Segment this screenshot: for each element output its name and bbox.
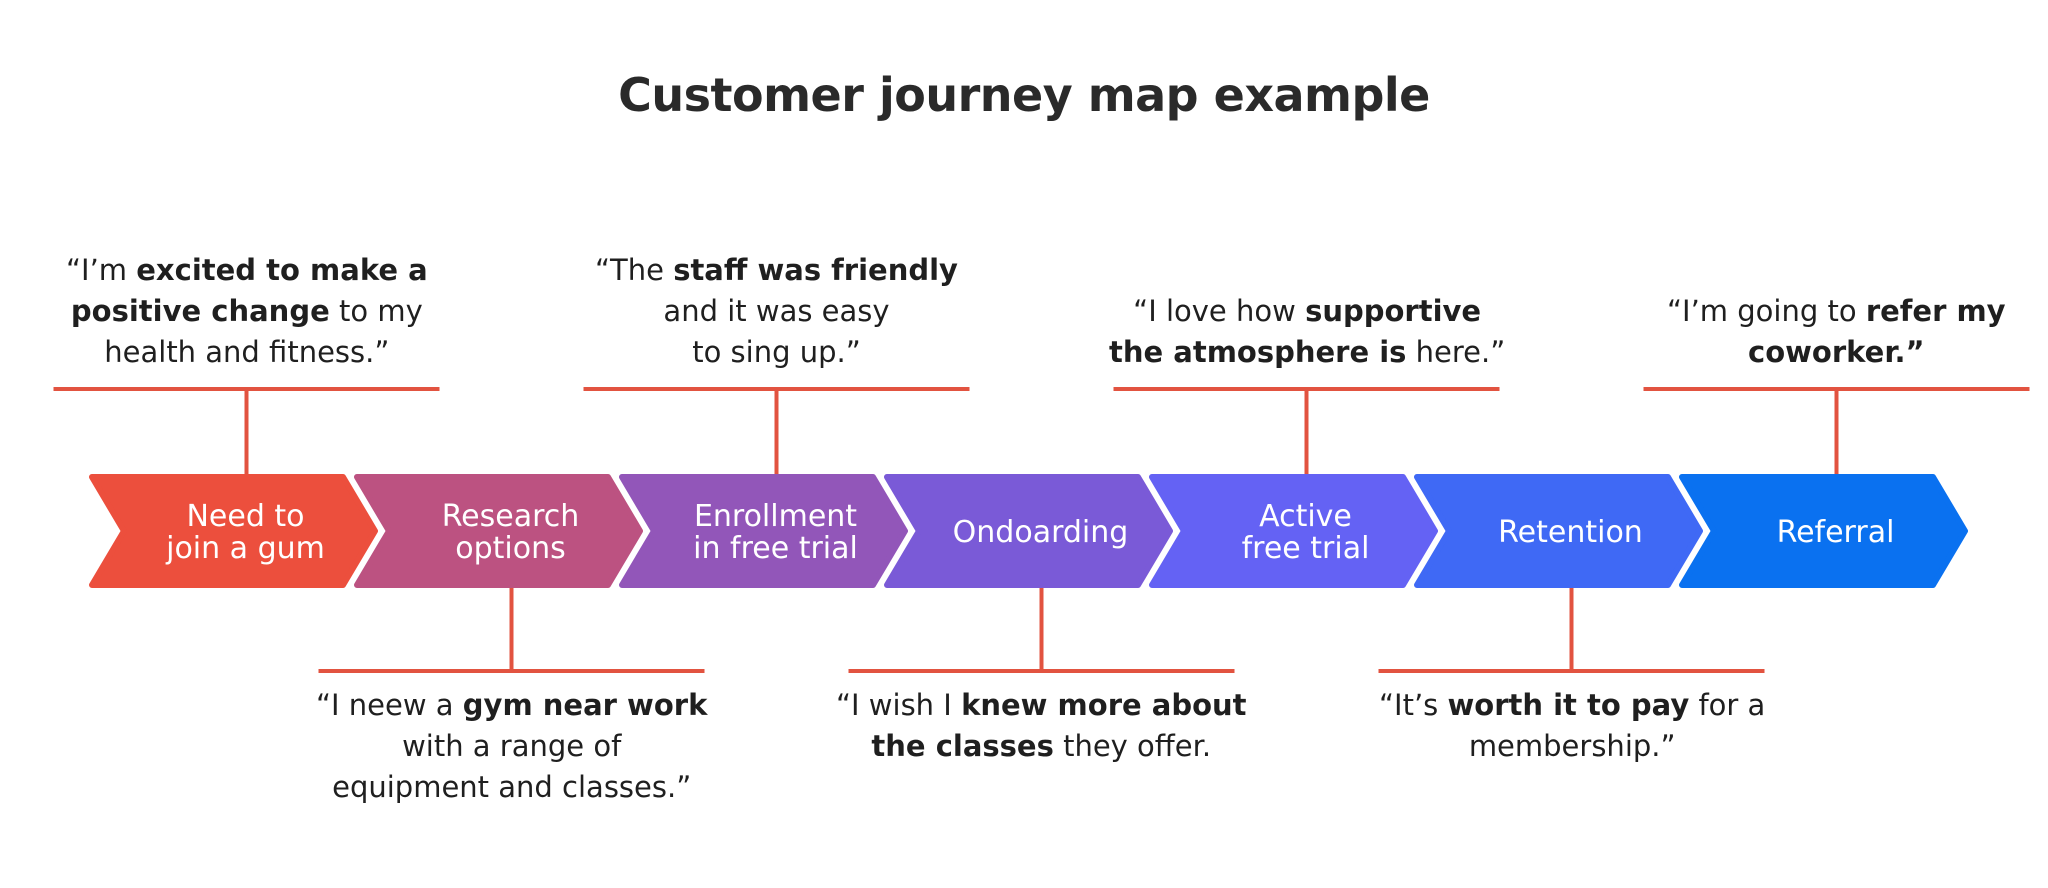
stage-chevron-3 <box>619 474 908 588</box>
quote-emphasis: positive change <box>70 294 330 328</box>
quote-line: the atmosphere is here.” <box>1109 332 1505 373</box>
stage-label-7: Referral <box>1777 515 1895 550</box>
quote-line: “It’s worth it to pay for a <box>1379 685 1765 726</box>
quote-line: positive change to my <box>66 291 428 332</box>
quote-text: to sing up.” <box>692 335 861 369</box>
quote-line: the classes they offer. <box>836 726 1247 767</box>
stage-label-line: join a gum <box>165 531 325 566</box>
quote-line: “The staff was friendly <box>595 250 958 291</box>
stage-label-line: in free trial <box>693 531 858 566</box>
connector-layer <box>53 387 2030 673</box>
stage-chevron-4 <box>884 474 1173 588</box>
quote-emphasis: staff was friendly <box>673 253 958 287</box>
quote-emphasis: worth it to pay <box>1447 688 1690 722</box>
quote-text: “The <box>595 253 674 287</box>
stage-label-line: Referral <box>1777 515 1895 550</box>
quote-line: “I’m going to refer my <box>1667 291 2006 332</box>
quote-text: “It’s <box>1379 688 1448 722</box>
quote-text: membership.” <box>1468 729 1676 763</box>
quote-line: membership.” <box>1379 726 1765 767</box>
stage-label-line: Need to <box>186 499 304 534</box>
quote-line: “I love how supportive <box>1109 291 1505 332</box>
quote-line: “I wish I knew more about <box>836 685 1247 726</box>
quote-line: with a range of <box>316 726 707 767</box>
quote-text: “I love how <box>1133 294 1306 328</box>
stage-label-line: free trial <box>1242 531 1370 566</box>
stage-label-line: Ondoarding <box>953 515 1129 550</box>
quote-text: they offer. <box>1053 729 1212 763</box>
quote-text: “I neew a <box>316 688 463 722</box>
quote-emphasis: supportive <box>1305 294 1482 328</box>
quote-text: “I’m going to <box>1667 294 1866 328</box>
stage-label-line: options <box>455 531 566 566</box>
quote-text: here.” <box>1406 335 1506 369</box>
quote-emphasis: the classes <box>871 729 1054 763</box>
quote-line: and it was easy <box>595 291 958 332</box>
stage-chevron-6 <box>1414 474 1703 588</box>
stage-label-4: Ondoarding <box>953 515 1129 550</box>
quote-line: coworker.” <box>1667 332 2006 373</box>
quote-text: to my <box>329 294 423 328</box>
stage-label-line: Retention <box>1498 515 1643 550</box>
quote-emphasis: the atmosphere is <box>1109 335 1407 369</box>
quote-emphasis: knew more about <box>961 688 1247 722</box>
quote-emphasis: gym near work <box>462 688 708 722</box>
stage-chevron-7 <box>1679 474 1968 588</box>
quote-text: “I’m <box>66 253 137 287</box>
stage-label-6: Retention <box>1498 515 1643 550</box>
quote-text: for a <box>1689 688 1766 722</box>
quote-text: and it was easy <box>663 294 890 328</box>
stage-chevron-5 <box>1149 474 1438 588</box>
quote-emphasis: coworker.” <box>1748 335 1925 369</box>
stage-label-line: Active <box>1259 499 1352 534</box>
quote-line: health and fitness.” <box>66 332 428 373</box>
quote-emphasis: excited to make a <box>136 253 428 287</box>
stage-label-line: Enrollment <box>694 499 857 534</box>
stage-label-line: Research <box>442 499 580 534</box>
quote-text: “I wish I <box>836 688 962 722</box>
stage-chevron-2 <box>354 474 643 588</box>
quote-text: equipment and classes.” <box>332 770 692 804</box>
stage-chevron-1 <box>89 474 378 588</box>
page-title: Customer journey map example <box>618 68 1430 122</box>
quote-text: health and fitness.” <box>104 335 390 369</box>
quote-emphasis: refer my <box>1865 294 2006 328</box>
quote-text: with a range of <box>402 729 622 763</box>
quote-line: equipment and classes.” <box>316 767 707 808</box>
quote-line: to sing up.” <box>595 332 958 373</box>
quote-line: “I’m excited to make a <box>66 250 428 291</box>
quote-line: “I neew a gym near work <box>316 685 707 726</box>
